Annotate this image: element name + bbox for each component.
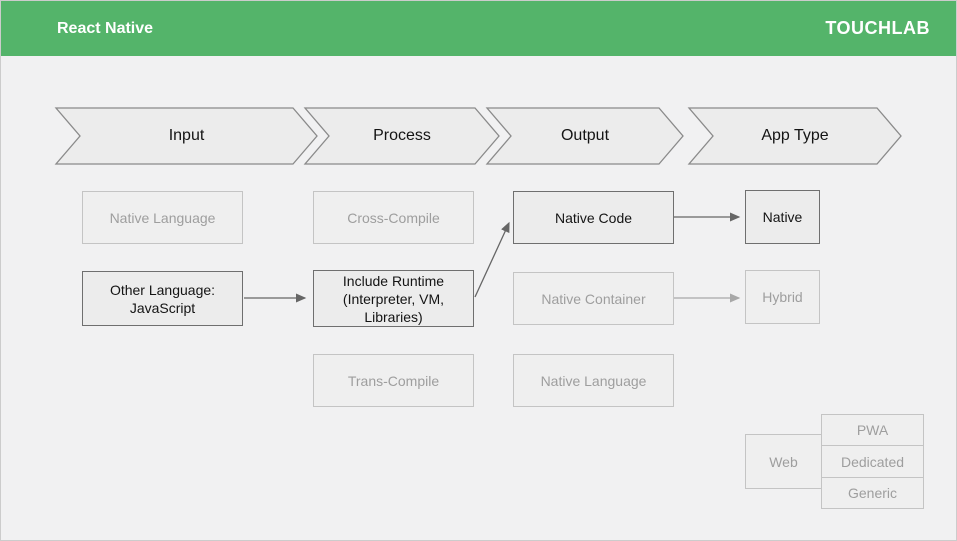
box-native-language-input: Native Language bbox=[82, 191, 243, 244]
stage-chevron-output bbox=[485, 107, 684, 165]
stage-chevron-input bbox=[54, 107, 318, 165]
connector-include-runtime-to-native-code bbox=[474, 221, 510, 298]
box-trans-compile: Trans-Compile bbox=[313, 354, 474, 407]
box-pwa: PWA bbox=[821, 414, 924, 446]
stage-label-output: Output bbox=[560, 127, 610, 144]
brand-logo: TOUCHLAB bbox=[825, 18, 930, 38]
box-native-container: Native Container bbox=[513, 272, 674, 325]
box-cross-compile: Cross-Compile bbox=[313, 191, 474, 244]
app-header: React Native TOUCHLAB bbox=[1, 1, 956, 56]
stage-label-input: Input bbox=[168, 127, 205, 144]
box-dedicated: Dedicated bbox=[821, 445, 924, 478]
box-native-code: Native Code bbox=[513, 191, 674, 244]
box-native: Native bbox=[745, 190, 820, 244]
box-include-runtime: Include Runtime (Interpreter, VM, Librar… bbox=[313, 270, 474, 327]
stage-chevron-app-type bbox=[687, 107, 902, 165]
box-web: Web bbox=[745, 434, 822, 489]
box-generic: Generic bbox=[821, 477, 924, 509]
box-hybrid: Hybrid bbox=[745, 270, 820, 324]
stage-label-process: Process bbox=[373, 127, 431, 144]
page-title: React Native bbox=[57, 19, 154, 37]
box-native-language-output: Native Language bbox=[513, 354, 674, 407]
stage-label-app-type: App Type bbox=[761, 127, 829, 144]
box-other-language-javascript: Other Language: JavaScript bbox=[82, 271, 243, 326]
stage-chevron-process bbox=[303, 107, 500, 165]
